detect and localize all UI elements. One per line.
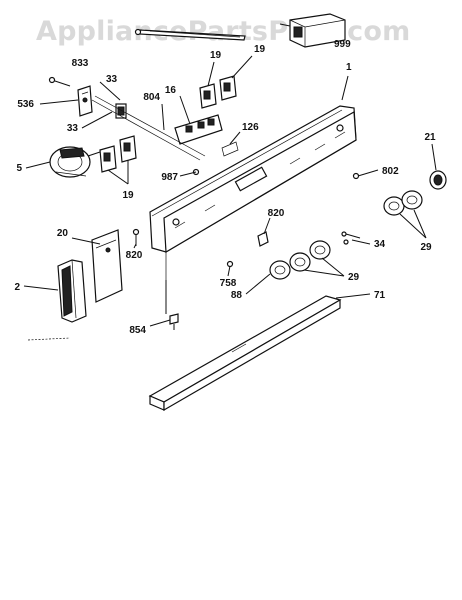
part-2-side-piece bbox=[57, 259, 87, 323]
part-19-switch-lower-left bbox=[99, 145, 117, 173]
part-16-plate bbox=[174, 114, 223, 145]
part-29-knob-right-1 bbox=[383, 196, 405, 216]
part-34-screws bbox=[341, 231, 361, 245]
part-71-trim-bar bbox=[148, 295, 342, 412]
callout-1: 1 bbox=[346, 62, 352, 73]
part-820-screw-left bbox=[132, 228, 140, 246]
part-19-switch-upper-right bbox=[219, 75, 237, 101]
callout-820-left: 820 bbox=[126, 250, 143, 261]
callout-20: 20 bbox=[57, 228, 69, 239]
callout-19-upper-left: 19 bbox=[210, 50, 222, 61]
part-758-screw bbox=[226, 260, 234, 268]
callout-802: 802 bbox=[382, 166, 399, 177]
part-29-knob-right-2 bbox=[401, 190, 423, 210]
part-20-bracket bbox=[91, 229, 123, 303]
part-820-screw-center bbox=[257, 231, 269, 247]
callout-21: 21 bbox=[424, 132, 436, 143]
callout-126: 126 bbox=[242, 122, 259, 133]
part-21-knob bbox=[429, 170, 447, 190]
part-19-switch-lower-right bbox=[119, 135, 137, 163]
callout-71: 71 bbox=[374, 290, 386, 301]
callout-19-upper-right: 19 bbox=[254, 44, 266, 55]
callout-854: 854 bbox=[129, 325, 146, 336]
part-1-control-panel bbox=[149, 105, 357, 280]
callout-34: 34 bbox=[374, 239, 386, 250]
callout-833: 833 bbox=[72, 58, 89, 69]
part-854-screw bbox=[169, 313, 179, 330]
callout-29-mid: 29 bbox=[348, 272, 360, 283]
part-833-screw bbox=[48, 76, 71, 87]
part-88-knob bbox=[269, 260, 291, 280]
callout-33-lower: 33 bbox=[67, 123, 79, 134]
callout-29-right: 29 bbox=[420, 242, 432, 253]
callout-33-upper: 33 bbox=[106, 74, 118, 85]
callout-999: 999 bbox=[334, 39, 351, 50]
callout-987: 987 bbox=[161, 172, 178, 183]
watermark: AppliancePartsPros.com bbox=[36, 16, 411, 47]
callout-labels: 999 1 833 33 536 33 5 19 19 19 804 16 12… bbox=[14, 39, 436, 336]
callout-19-lower: 19 bbox=[122, 190, 134, 201]
callout-5: 5 bbox=[16, 163, 22, 174]
callout-758: 758 bbox=[220, 278, 237, 289]
callout-536: 536 bbox=[17, 99, 34, 110]
callout-2: 2 bbox=[14, 282, 20, 293]
part-126-trim bbox=[221, 141, 239, 157]
callout-804: 804 bbox=[143, 92, 160, 103]
part-802-screw bbox=[352, 172, 360, 180]
part-29-knob-mid-2 bbox=[309, 240, 331, 260]
part-5-motor bbox=[49, 146, 101, 178]
part-999-box bbox=[289, 13, 346, 48]
part-19-switch-upper-left bbox=[199, 83, 217, 109]
callout-820-center: 820 bbox=[268, 208, 285, 219]
leader-lines bbox=[23, 23, 437, 327]
drawing-code-mark bbox=[27, 337, 71, 341]
callout-88: 88 bbox=[231, 290, 243, 301]
callout-16: 16 bbox=[165, 85, 177, 96]
wire-harness-rod bbox=[91, 95, 206, 161]
upper-rod bbox=[134, 28, 246, 41]
part-536-bracket bbox=[77, 85, 93, 117]
part-33-clip bbox=[115, 103, 127, 119]
part-29-knob-mid-1 bbox=[289, 252, 311, 272]
